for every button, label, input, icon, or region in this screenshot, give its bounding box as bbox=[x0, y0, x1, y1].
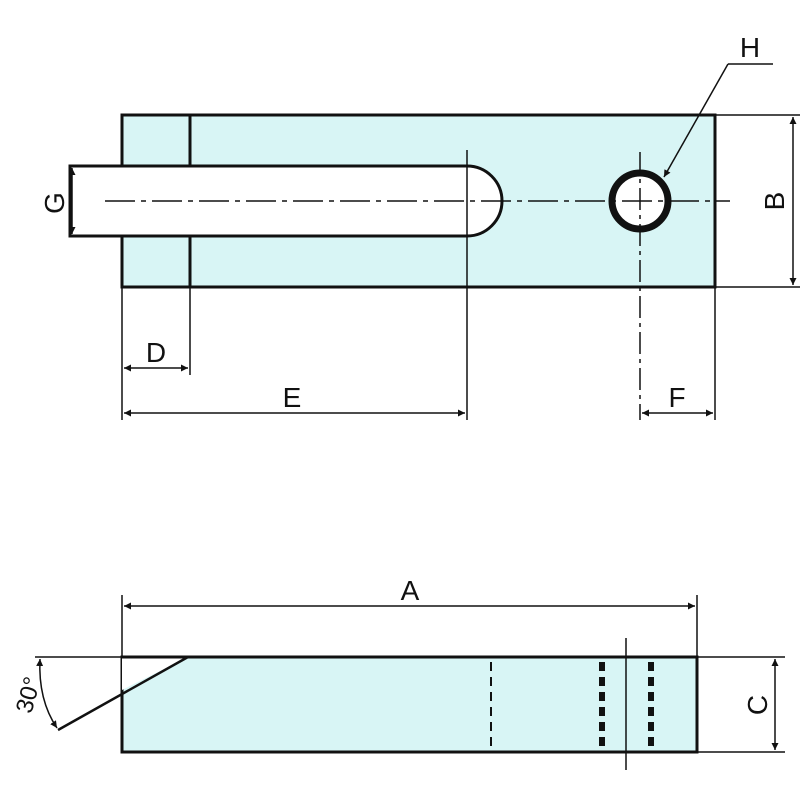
label-f: F bbox=[668, 382, 685, 413]
dimension-c: C bbox=[742, 659, 779, 750]
dimension-h: H bbox=[663, 32, 773, 178]
dimension-e: E bbox=[124, 382, 465, 417]
h-leader bbox=[663, 63, 729, 178]
label-d: D bbox=[146, 337, 166, 368]
dimension-b: B bbox=[759, 117, 797, 285]
side-view-body bbox=[120, 655, 699, 754]
label-b: B bbox=[759, 192, 790, 211]
dimension-angle: 30° bbox=[11, 658, 58, 729]
label-g: G bbox=[39, 192, 70, 214]
dimension-a: A bbox=[124, 575, 695, 610]
side-view bbox=[57, 638, 699, 770]
extension-lines-top bbox=[121, 114, 800, 420]
dimension-g: G bbox=[39, 168, 76, 234]
top-view bbox=[68, 113, 730, 420]
label-a: A bbox=[401, 575, 420, 606]
chamfer-edge bbox=[57, 655, 189, 732]
extension-lines-side bbox=[35, 595, 785, 753]
dimension-d: D bbox=[124, 337, 188, 372]
label-h: H bbox=[740, 32, 760, 63]
dimension-f: F bbox=[642, 382, 713, 417]
angle-arc bbox=[36, 658, 58, 729]
label-angle: 30° bbox=[11, 674, 46, 716]
label-c: C bbox=[742, 695, 773, 715]
label-e: E bbox=[283, 382, 302, 413]
